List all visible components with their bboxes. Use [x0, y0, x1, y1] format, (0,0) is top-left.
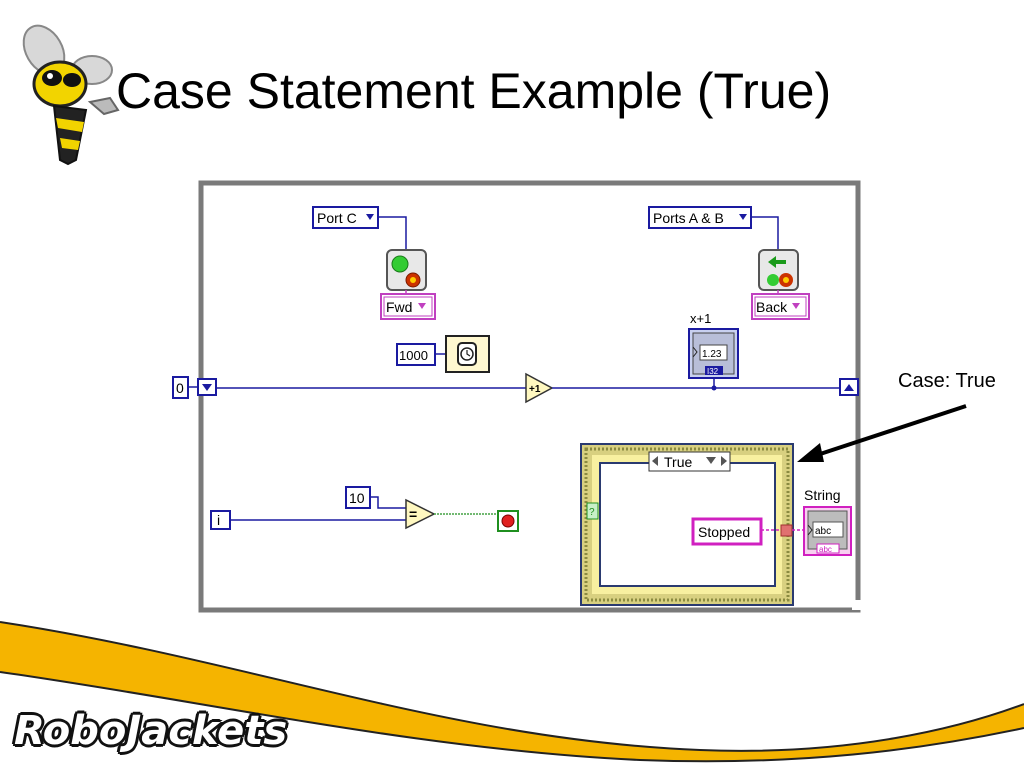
robojackets-mascot-logo — [22, 24, 120, 166]
stop-terminal[interactable] — [497, 510, 519, 532]
footer-swoosh — [0, 621, 1024, 768]
motor-forward-vi[interactable] — [386, 249, 427, 291]
chevron-down-icon — [739, 214, 747, 220]
wait-ms-constant[interactable]: 1000 — [396, 343, 436, 366]
compare-value: 10 — [349, 490, 365, 506]
equal-compare-node[interactable]: = — [405, 498, 436, 530]
string-constant-text: Stopped — [698, 524, 750, 540]
decrement-arrow-icon — [652, 456, 658, 466]
string-indicator[interactable]: abc abc — [803, 506, 852, 556]
port-c-constant[interactable]: Port C — [312, 206, 379, 229]
callout-arrow — [797, 404, 967, 462]
chevron-down-icon — [202, 384, 212, 391]
shift-init-value: 0 — [176, 380, 184, 396]
wait-value: 1000 — [399, 348, 428, 363]
slide-title: Case Statement Example (True) — [116, 63, 832, 119]
case-output-tunnel[interactable] — [780, 524, 793, 537]
motor-reverse-vi[interactable] — [758, 249, 799, 291]
clock-icon — [460, 347, 474, 361]
wait-timer-vi[interactable] — [445, 335, 490, 373]
increment-node[interactable]: +1 — [525, 372, 554, 404]
compare-glyph: = — [409, 506, 417, 522]
arrow-left-icon — [768, 256, 786, 268]
chevron-up-icon — [844, 384, 854, 391]
fwd-direction-constant[interactable]: Fwd — [380, 293, 436, 320]
string-indicator-value: abc — [815, 526, 831, 537]
indicator-sub: I32 — [707, 367, 719, 376]
increment-indicator[interactable]: 1.23 I32 — [688, 328, 739, 379]
stop-icon — [501, 514, 515, 528]
shift-register-init[interactable]: 0 — [172, 376, 189, 399]
chevron-down-icon — [418, 303, 426, 309]
increment-arrow-icon — [721, 456, 727, 466]
shift-register-right[interactable] — [839, 378, 859, 396]
labview-block-diagram: Port C Fwd Ports A & B Back 10 0 — [172, 180, 967, 613]
iteration-terminal[interactable]: i — [210, 510, 231, 530]
case-selector-terminal[interactable]: ? — [586, 502, 599, 520]
ports-ab-label: Ports A & B — [653, 210, 724, 226]
arrow-head-icon — [797, 443, 824, 462]
chevron-down-icon — [792, 303, 800, 309]
compare-constant[interactable]: 10 — [345, 486, 371, 509]
string-indicator-title: String — [804, 487, 841, 503]
chevron-down-icon — [366, 214, 374, 220]
indicator-value: 1.23 — [702, 349, 722, 360]
shift-register-left[interactable] — [197, 378, 217, 396]
fwd-label: Fwd — [386, 299, 412, 315]
increment-glyph: +1 — [529, 384, 541, 395]
case-callout-label: Case: True — [898, 370, 996, 392]
case-selector-text: True — [664, 454, 692, 470]
back-label: Back — [756, 299, 788, 315]
case-selector-glyph: ? — [589, 507, 595, 518]
robojackets-brand-logo: RoboJackets — [14, 708, 288, 754]
string-indicator-sub: abc — [819, 545, 832, 554]
back-direction-constant[interactable]: Back — [751, 293, 810, 320]
port-c-label: Port C — [317, 210, 357, 226]
chevron-down-icon — [706, 457, 716, 464]
stopped-string-constant[interactable]: Stopped — [691, 517, 763, 546]
case-selector-label[interactable]: True — [648, 451, 731, 472]
ports-ab-constant[interactable]: Ports A & B — [648, 206, 752, 229]
iteration-label: i — [217, 512, 220, 528]
increment-indicator-title: x+1 — [690, 311, 711, 326]
